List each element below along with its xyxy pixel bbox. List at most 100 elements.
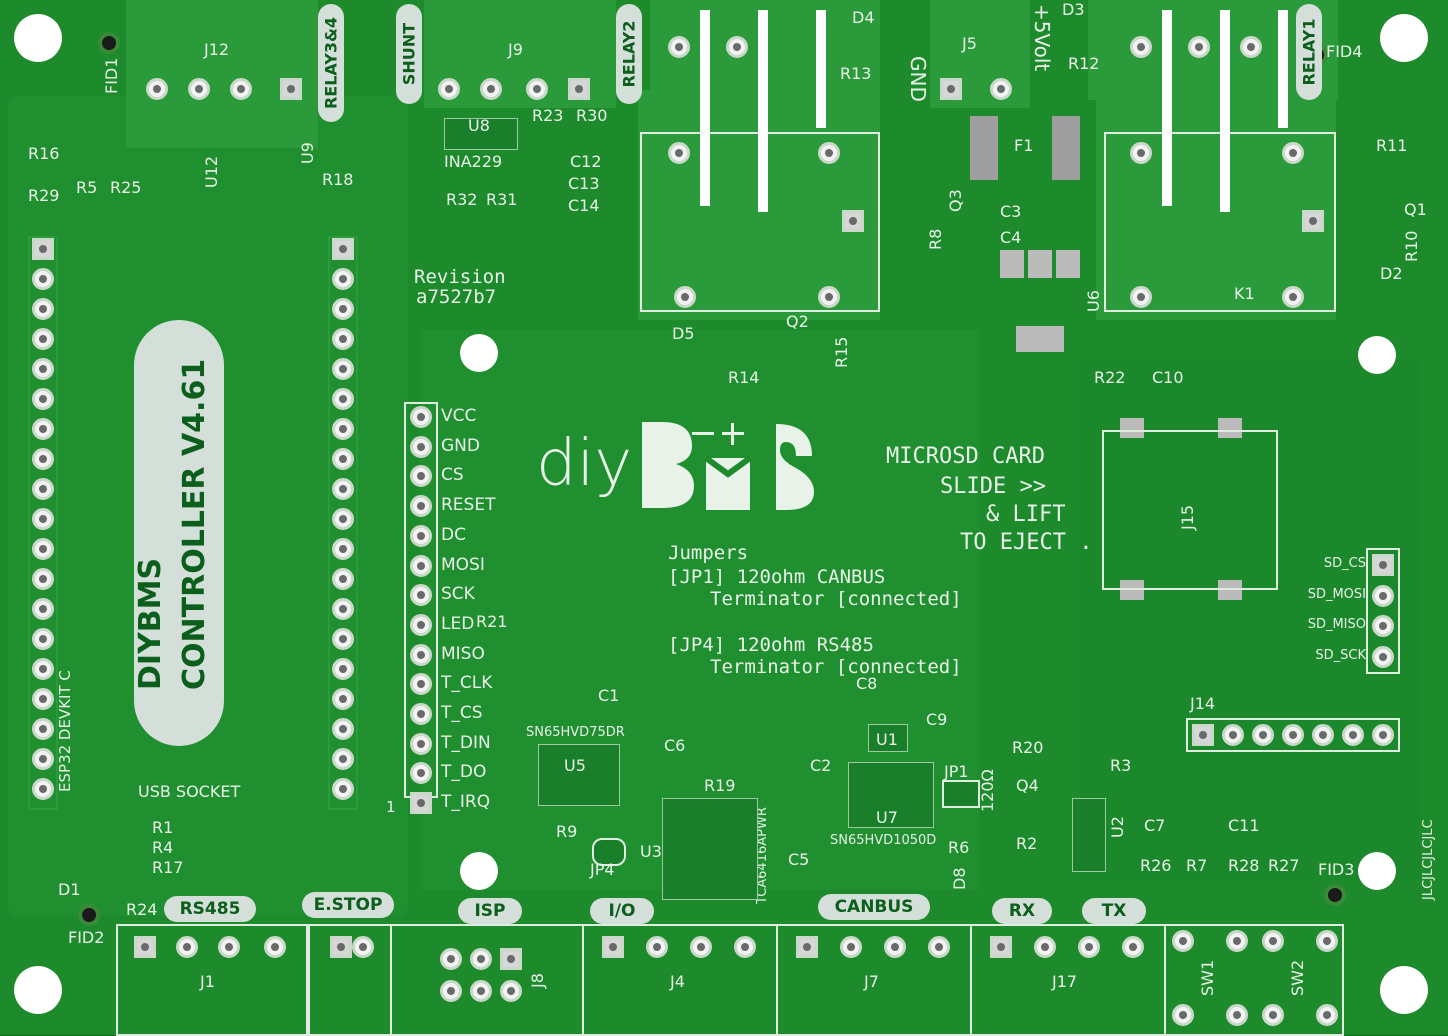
ref-r3: R3	[1110, 756, 1132, 775]
j9-pad	[480, 78, 502, 100]
ref-r5: R5	[76, 178, 98, 197]
ref-j17: J17	[1052, 972, 1078, 991]
board-title-line2: CONTROLLER V4.61	[177, 358, 212, 690]
esp32-right-pad	[332, 598, 354, 620]
esp32-right-pad	[332, 388, 354, 410]
j12-pad	[230, 78, 252, 100]
relay2-pad-drill	[825, 149, 833, 157]
j7-pad-drill	[935, 943, 943, 951]
j8-pad-drill	[447, 987, 455, 995]
tft-pin-label: GND	[441, 435, 480, 456]
pill-isp: ISP	[458, 898, 522, 924]
microsd-line4: TO EJECT .	[960, 530, 1093, 555]
esp32-left-pad-drill	[39, 755, 47, 763]
ref-r20: R20	[1012, 738, 1044, 757]
j14-pad	[1222, 724, 1244, 746]
esp32-right-row	[328, 236, 358, 810]
esp32-left-pad	[32, 448, 54, 470]
u3-body	[662, 798, 758, 900]
ref-j1: J1	[200, 972, 215, 991]
u1-body	[868, 724, 908, 752]
ref-r22: R22	[1094, 368, 1126, 387]
ref-u6: U6	[1084, 290, 1103, 312]
esp32-right-pad	[332, 418, 354, 440]
esp32-left-pad-drill	[39, 575, 47, 583]
ref-r7: R7	[1186, 856, 1208, 875]
ref-fid3: FID3	[1318, 860, 1355, 879]
switch-pad	[1316, 930, 1338, 952]
j17-pad	[1034, 936, 1056, 958]
ref-c5: C5	[788, 850, 810, 869]
esp32-right-pad	[332, 298, 354, 320]
tft-pin-label: DC	[441, 524, 466, 545]
relay2-pad	[726, 36, 748, 58]
j5-pad	[990, 78, 1012, 100]
tft-pin-label: MISO	[441, 643, 485, 664]
board-title-line1: DIYBMS	[133, 557, 168, 690]
ref-c9: C9	[926, 710, 948, 729]
tft-pin-label: MOSI	[441, 554, 485, 575]
sd-pin-pad-drill	[1379, 652, 1387, 661]
ref-r24: R24	[126, 900, 158, 919]
esp32-right-pad-drill	[339, 755, 347, 763]
ref-r13: R13	[840, 64, 872, 83]
ref-r14: R14	[728, 368, 760, 387]
j4-pad-drill	[697, 943, 705, 951]
esp32-left-pad-drill	[39, 245, 47, 253]
esp32-left-pad-drill	[39, 785, 47, 793]
relay2-pad	[674, 286, 696, 308]
j15-pad-c	[1120, 580, 1144, 600]
ref-r31: R31	[486, 190, 518, 209]
relay1-pad-drill	[1309, 217, 1317, 225]
f1-pad-left	[970, 116, 998, 180]
esp32-right-pad	[332, 778, 354, 800]
esp32-right-pad-drill	[339, 485, 347, 493]
switch-pad	[1172, 1004, 1194, 1026]
esp32-right-pad	[332, 448, 354, 470]
tft-pin-pad	[410, 673, 432, 696]
ref-c12: C12	[570, 152, 602, 171]
ref-r9: R9	[556, 822, 578, 841]
esp32-left-pad	[32, 358, 54, 380]
ref-u7: U7	[876, 808, 898, 827]
tft-pin-pad	[410, 524, 432, 547]
revision-label: Revision	[414, 266, 506, 288]
microsd-line2: SLIDE >>	[940, 474, 1046, 499]
estop-pad-drill	[359, 943, 367, 951]
relay2-pad	[818, 286, 840, 308]
j12-pad-drill	[237, 85, 245, 93]
esp32-left-pad-drill	[39, 605, 47, 613]
j8-pad	[440, 948, 462, 970]
ref-r12: R12	[1068, 54, 1100, 73]
ref-c3: C3	[1000, 202, 1022, 221]
esp32-right-pad	[332, 508, 354, 530]
j4-pad-drill	[741, 943, 749, 951]
esp32-right-pad	[332, 328, 354, 350]
jumpers-line5: Terminator [connected]	[710, 656, 962, 678]
ref-jp4: JP4	[590, 860, 615, 879]
j8-pad	[500, 948, 522, 970]
switch-pad-drill	[1233, 1011, 1241, 1019]
switch-pad	[1262, 1004, 1284, 1026]
ref-c13: C13	[568, 174, 600, 193]
ref-sw2: SW2	[1288, 959, 1307, 996]
relay1-pad	[1240, 36, 1262, 58]
u5-body	[538, 744, 620, 806]
switch-pad	[1226, 1004, 1248, 1026]
ref-fid2: FID2	[68, 928, 105, 947]
ref-c1: C1	[598, 686, 620, 705]
jumpers-line2: [JP1] 120ohm CANBUS	[668, 566, 886, 588]
jp4-body	[592, 838, 626, 866]
esp32-left-pad	[32, 418, 54, 440]
ref-jp1: JP1	[944, 762, 969, 781]
relay1-pad	[1302, 210, 1324, 232]
j17-pad-drill	[997, 943, 1005, 951]
ref-r8: R8	[926, 228, 945, 250]
jlc-label: JLCJLCJLCJLC	[1421, 819, 1436, 900]
relay2-pad	[668, 142, 690, 164]
estop-pad-drill	[337, 943, 345, 951]
ref-r1: R1	[152, 818, 174, 837]
tft-pin-label: T_DIN	[441, 732, 491, 753]
pill-io: I/O	[590, 898, 654, 924]
sd-pin-label: SD_CS	[1323, 556, 1366, 571]
